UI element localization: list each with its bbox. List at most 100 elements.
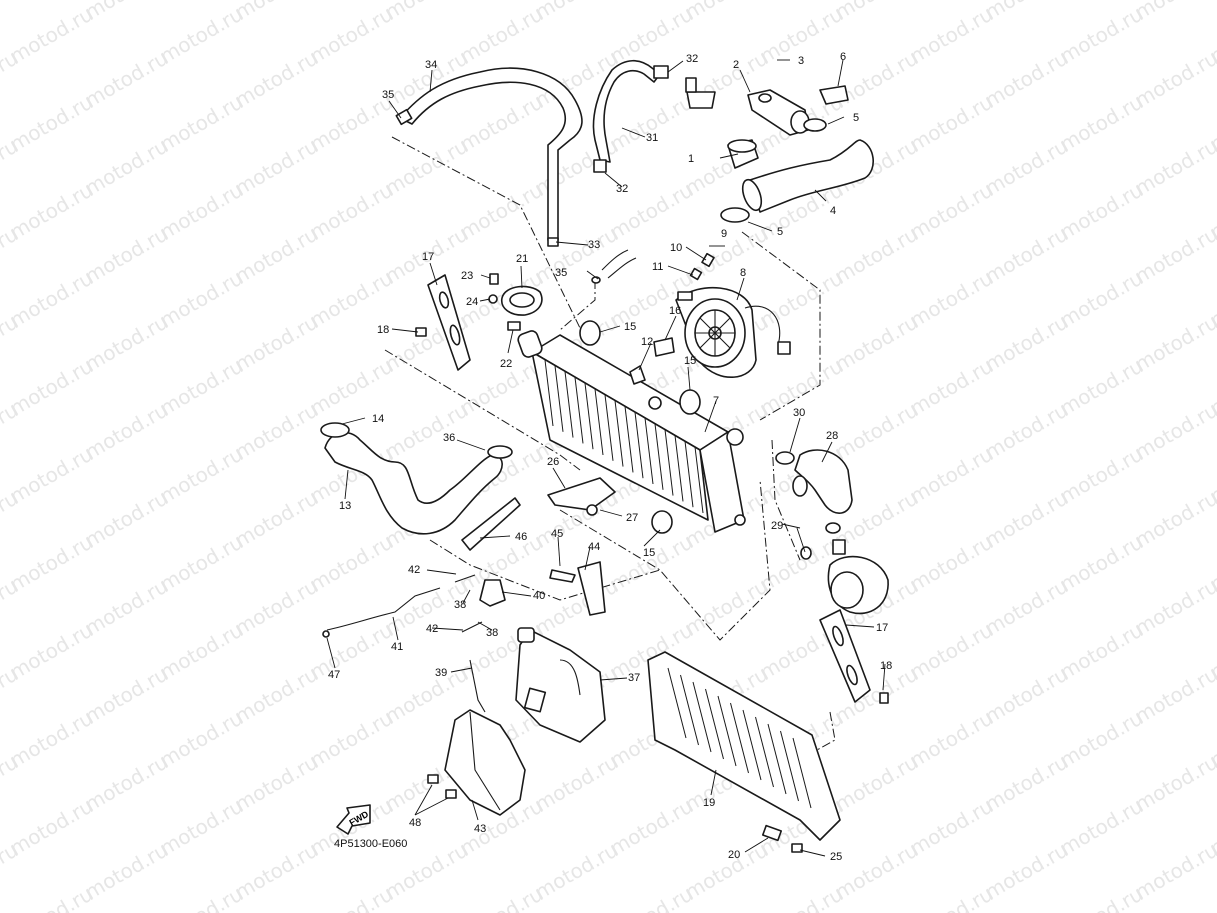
right-hose-assembly (775, 449, 889, 615)
guard-slat (667, 667, 687, 739)
watermark-text: motod.ru (906, 618, 997, 685)
radiator-guard (647, 651, 841, 841)
callout-14: 14 (372, 413, 384, 425)
radiator-core (517, 330, 746, 533)
watermark-text: motod.ru (306, 2, 397, 69)
watermark-text: motod.ru (981, 134, 1072, 201)
callout-42-lower: 42 (426, 623, 438, 635)
watermark-text: motod.ru (906, 90, 997, 157)
watermark-text: motod.ru (306, 530, 397, 597)
watermark-text: motod.ru (6, 2, 97, 69)
watermark-text: motod.ru (81, 486, 172, 553)
radiator-cap (488, 273, 543, 331)
watermark-text: motod.ru (231, 574, 322, 641)
callout-42-upper: 42 (408, 564, 420, 576)
watermark-text: motod.ru (831, 310, 922, 377)
radiator-fin (574, 377, 584, 444)
watermark-text: motod.ru (606, 90, 697, 157)
guard-slat (717, 695, 737, 767)
watermark-text: motod.ru (156, 882, 247, 913)
callout-28: 28 (826, 430, 838, 442)
callout-15-mid: 15 (684, 355, 696, 367)
watermark-text: motod.ru (6, 266, 97, 333)
breather-hoses (395, 59, 669, 279)
guard-slat (692, 681, 712, 753)
watermark-text: motod.ru (231, 486, 322, 553)
guard-slat (730, 702, 749, 774)
callout-10: 10 (670, 242, 682, 254)
callout-13: 13 (339, 500, 351, 512)
watermark-text: motod.ru (1131, 222, 1217, 289)
watermark-text: motod.ru (306, 706, 397, 773)
callout-36: 36 (443, 432, 455, 444)
watermark-text: motod.ru (6, 530, 97, 597)
watermark-text: motod.ru (81, 310, 172, 377)
watermark-text: motod.ru (456, 90, 547, 157)
callout-41: 41 (391, 641, 403, 653)
watermark-text: motod.ru (831, 222, 922, 289)
radiator-fin (564, 371, 574, 438)
watermark-text: motod.ru (306, 882, 397, 913)
radiator-fin (694, 446, 704, 514)
watermark-text: motod.ru (1131, 662, 1217, 729)
watermark-text: motod.ru (1131, 750, 1217, 817)
watermark-text: motod.ru (1131, 486, 1217, 553)
watermark-text: motod.ru (981, 46, 1072, 113)
watermark-text: motod.ru (231, 222, 322, 289)
watermark-text: motod.ru (981, 838, 1072, 905)
callout-35-top: 35 (382, 89, 394, 101)
callout-25: 25 (830, 851, 842, 863)
callout-48: 48 (409, 817, 421, 829)
callout-3: 3 (798, 55, 804, 67)
watermark-text: motod.ru (531, 838, 622, 905)
callout-4: 4 (830, 205, 836, 217)
watermark-text: motod.ru (231, 398, 322, 465)
watermark-text: motod.ru (6, 178, 97, 245)
radiator-fin (614, 400, 624, 467)
thermostat-assembly (685, 77, 810, 169)
callout-5-lower: 5 (777, 226, 783, 238)
watermark-text: motod.ru (906, 706, 997, 773)
watermark-text: motod.ru (981, 398, 1072, 465)
watermark-text: motod.ru (1056, 354, 1147, 421)
watermark-text: motod.ru (231, 134, 322, 201)
watermark-text: motod.ru (1056, 266, 1147, 333)
callout-35-mid: 35 (555, 267, 567, 279)
watermark-text: motod.ru (1131, 574, 1217, 641)
watermark-text: motod.ru (606, 794, 697, 861)
callout-5-upper: 5 (853, 112, 859, 124)
watermark-text: motod.ru (231, 750, 322, 817)
watermark-text: motod.ru (81, 838, 172, 905)
guard-slat (792, 737, 812, 809)
callout-29: 29 (771, 520, 783, 532)
callout-17-right: 17 (876, 622, 888, 634)
callout-32-top: 32 (686, 53, 698, 65)
watermark-text: motod.ru (81, 574, 172, 641)
watermark-text: motod.ru (906, 2, 997, 69)
callout-45: 45 (551, 528, 563, 540)
callout-18-left: 18 (377, 324, 389, 336)
watermark-text: motod.ru (756, 882, 847, 913)
watermark-text: motod.ru (906, 266, 997, 333)
callout-12: 12 (641, 336, 653, 348)
side-brackets (427, 274, 871, 703)
watermark-text: motod.ru (1131, 134, 1217, 201)
callout-30: 30 (793, 407, 805, 419)
watermark-text: motod.ru (156, 618, 247, 685)
watermark-text: motod.ru (81, 750, 172, 817)
callout-17-left: 17 (422, 251, 434, 263)
callout-21: 21 (516, 253, 528, 265)
guard-slat (680, 674, 699, 746)
watermark-text: motod.ru (981, 310, 1072, 377)
watermark-text: motod.ru (381, 134, 472, 201)
callout-22: 22 (500, 358, 512, 370)
callout-1: 1 (688, 153, 694, 165)
watermark-text: motod.ru (0, 0, 22, 24)
watermark-text: motod.ru (381, 398, 472, 465)
watermark-text: motod.ru (306, 266, 397, 333)
assembly-guide-lines (384, 136, 836, 766)
watermark-text: motod.ru (6, 354, 97, 421)
callout-11: 11 (652, 261, 663, 273)
watermark-text: motod.ru (156, 2, 247, 69)
